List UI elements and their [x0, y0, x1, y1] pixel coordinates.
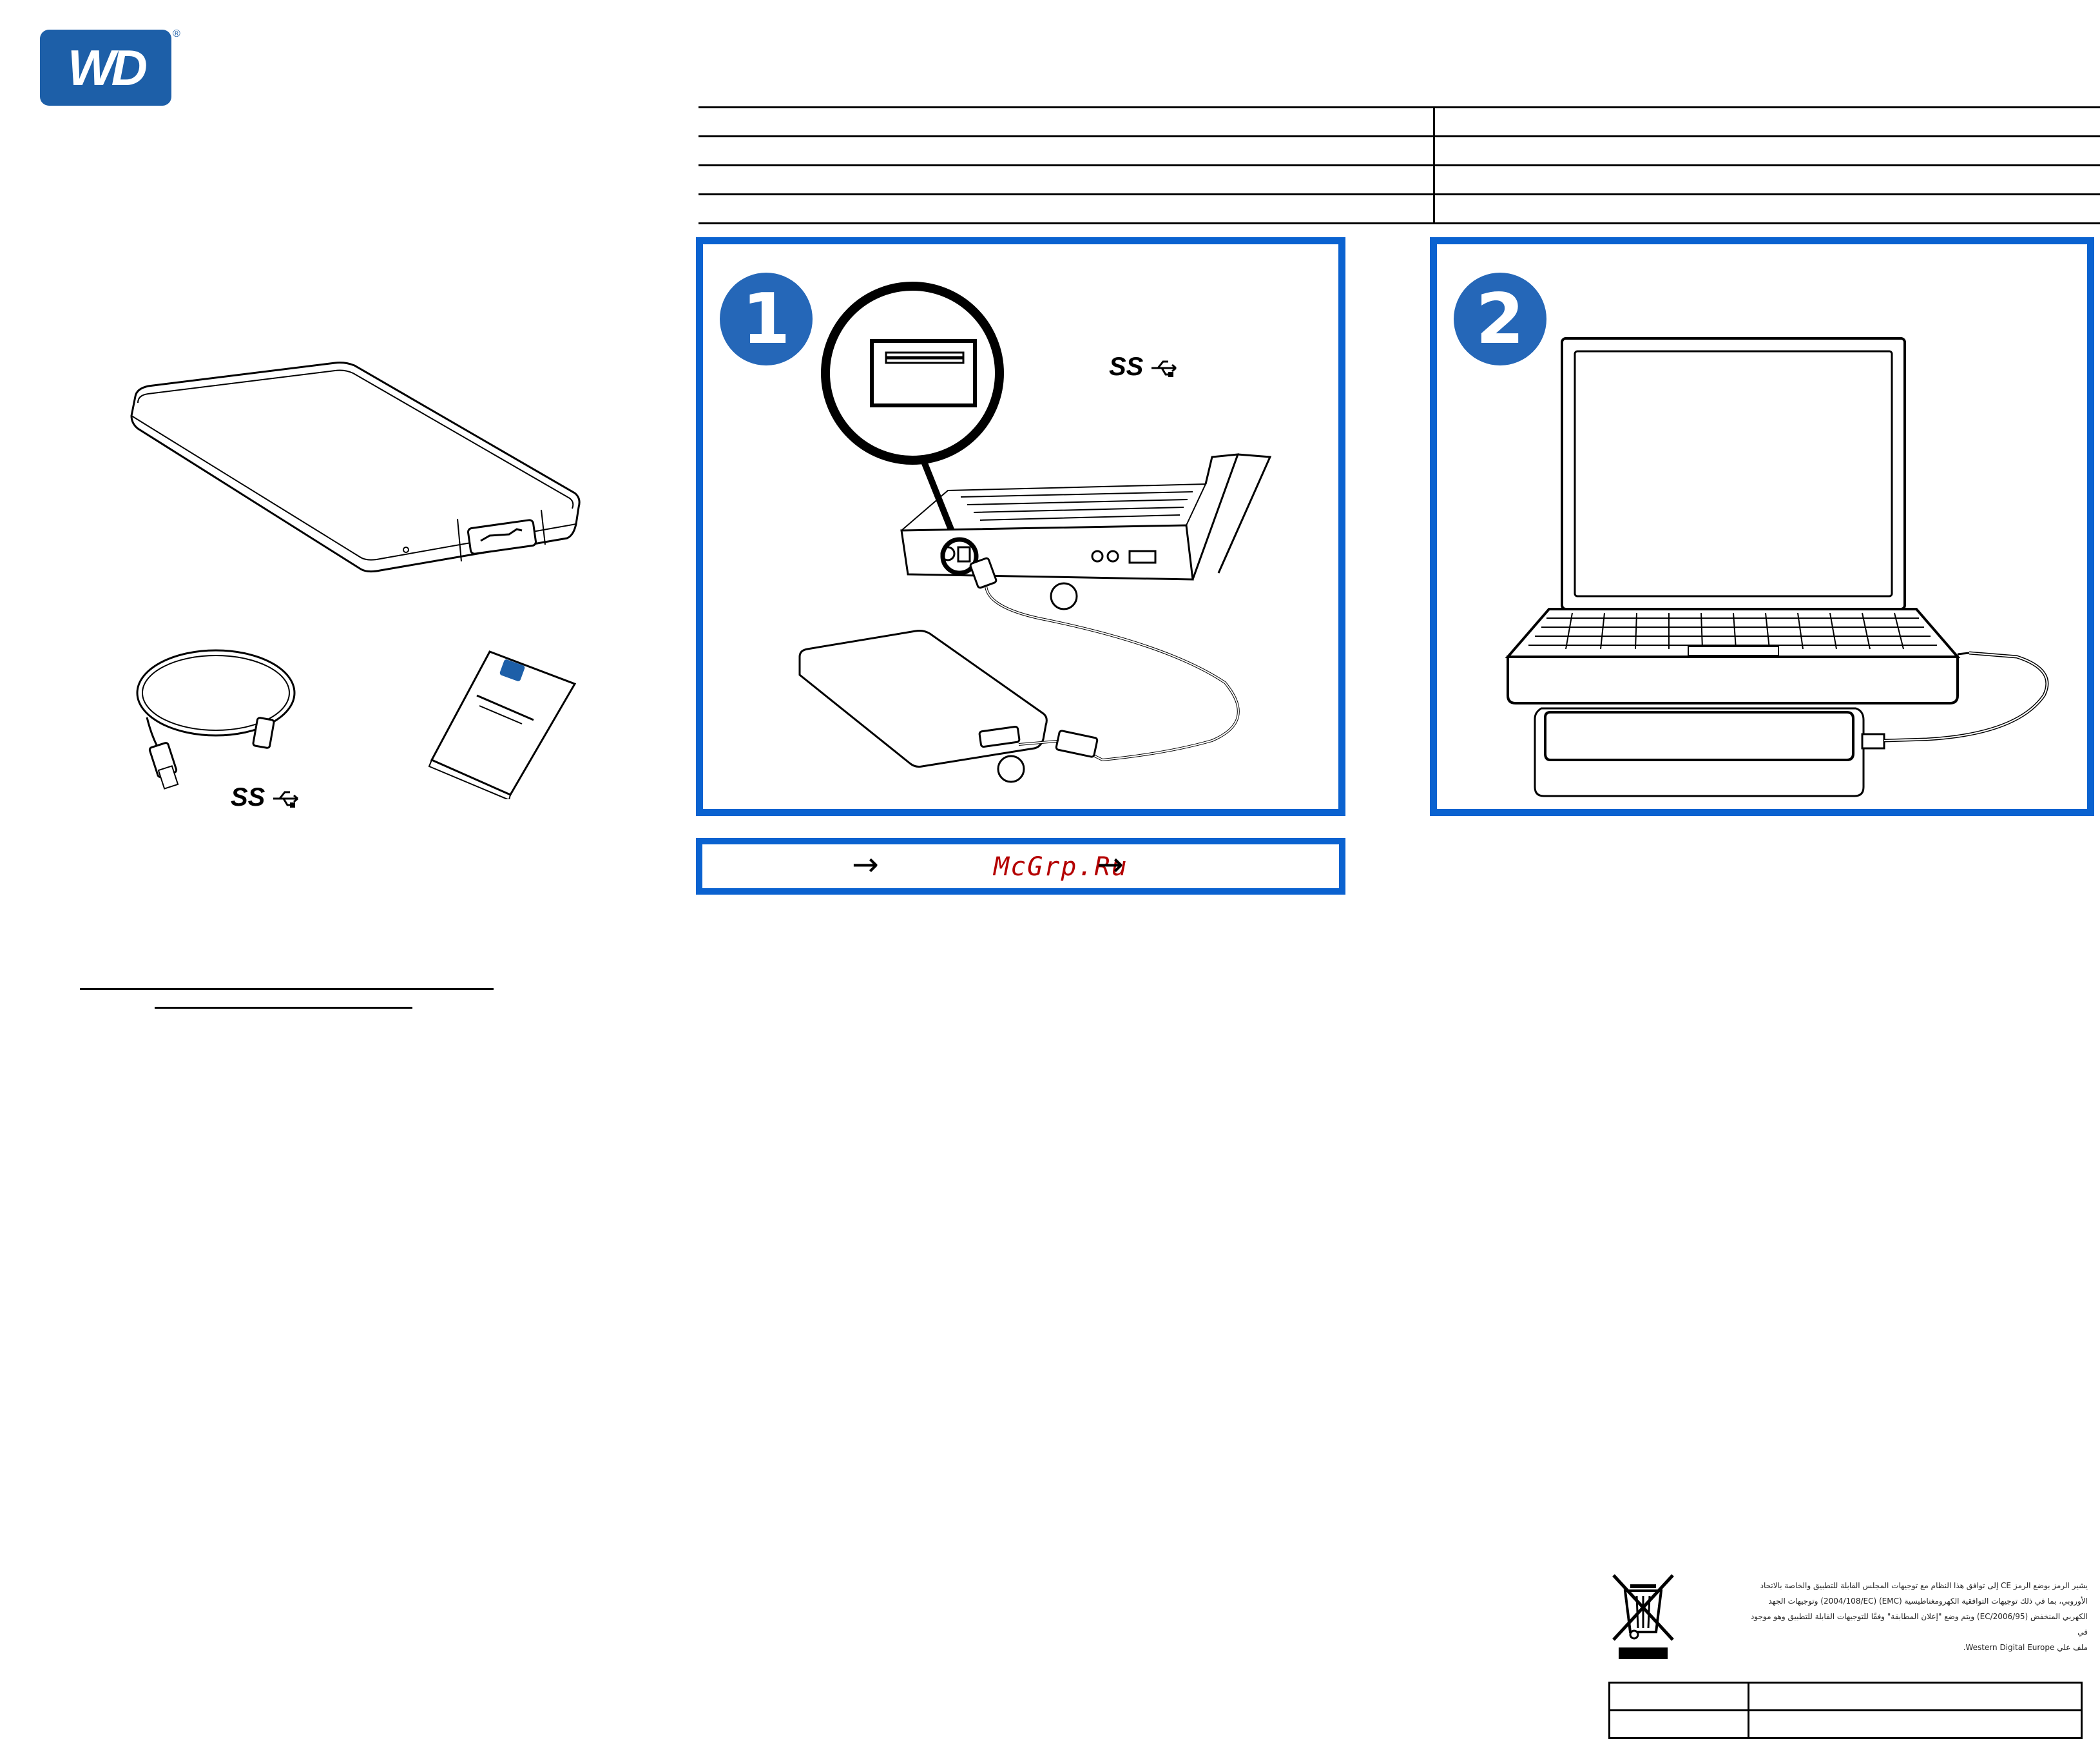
table-cell	[1434, 195, 2100, 224]
quick-install-guide-illustration	[425, 648, 580, 799]
table-cell	[1434, 108, 2100, 137]
divider-line	[155, 1007, 412, 1009]
regulatory-notice-arabic: يشير الرمز بوضع الرمز CE إلى توافق هذا ا…	[1740, 1578, 2088, 1655]
table-cell	[1434, 166, 2100, 195]
usb-trident-icon	[272, 790, 304, 808]
table-cell	[698, 166, 1434, 195]
arrow-right-icon: →	[852, 846, 879, 883]
header-table	[698, 106, 2100, 224]
laptop-connection-illustration	[703, 244, 1338, 809]
connection-sequence-bar: → McGrp.Ru →	[696, 838, 1345, 895]
superspeed-usb-logo-port: SS	[1109, 353, 1182, 382]
arrow-right-icon: →	[1097, 846, 1124, 883]
step-1-panel: 1 SS	[696, 237, 1345, 816]
divider-line	[80, 988, 494, 990]
table-cell	[1749, 1711, 2082, 1738]
usb-trident-icon	[1150, 359, 1182, 377]
portable-drive-illustration	[122, 358, 586, 580]
table-cell	[1434, 137, 2100, 166]
table-cell	[698, 195, 1434, 224]
table-cell	[1610, 1711, 1749, 1738]
crossed-out-wheelie-bin-icon	[1611, 1573, 1675, 1660]
superspeed-usb-logo-text: SS	[1109, 353, 1143, 381]
footer-table	[1608, 1682, 2083, 1739]
table-cell	[698, 108, 1434, 137]
notice-line: الأوروبي، بما في ذلك توجيهات التوافقية ا…	[1740, 1593, 2088, 1609]
wd-logo: WD	[40, 30, 171, 106]
notice-line: يشير الرمز بوضع الرمز CE إلى توافق هذا ا…	[1740, 1578, 2088, 1593]
superspeed-usb-logo-cable: SS	[231, 783, 304, 812]
superspeed-usb-logo-text: SS	[231, 783, 265, 811]
table-cell	[698, 137, 1434, 166]
notice-line: ملف علي Western Digital Europe.	[1740, 1640, 2088, 1655]
registered-mark: ®	[173, 28, 180, 40]
table-cell	[1749, 1683, 2082, 1711]
usb-cable-illustration	[129, 641, 303, 793]
laptop-with-drive-illustration	[1437, 244, 2087, 809]
step-2-panel: 2	[1430, 237, 2094, 816]
notice-line: الكهربي المنخفض (2006/95/EC) ويتم وضع "إ…	[1740, 1609, 2088, 1640]
table-cell	[1610, 1683, 1749, 1711]
